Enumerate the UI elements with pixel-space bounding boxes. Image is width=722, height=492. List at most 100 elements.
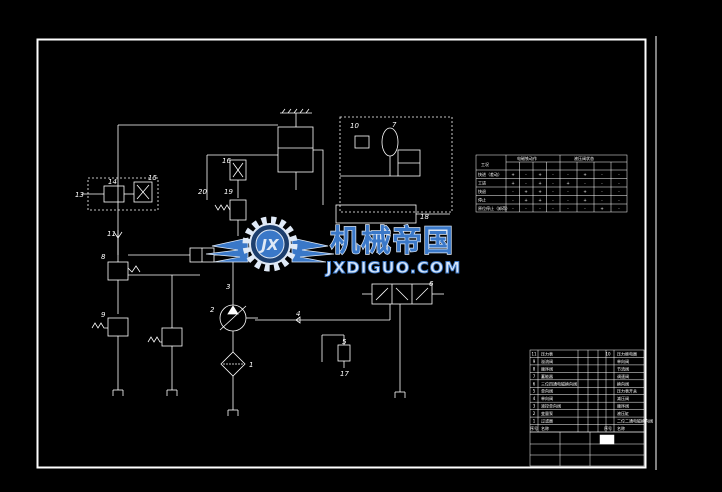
- parts-cell: 10: [605, 351, 611, 356]
- accumulator-group-7-10: [339, 116, 453, 213]
- sheet-border: [36, 38, 647, 469]
- parts-cell: 9: [533, 359, 536, 364]
- watermark: JX 机械帝国 JXDIGUO.COM: [205, 216, 461, 277]
- parts-cell: 顺序阀: [541, 365, 553, 371]
- parts-cell: 2: [533, 411, 536, 416]
- action-mark: -: [552, 181, 554, 186]
- watermark-en: JXDIGUO.COM: [325, 258, 461, 277]
- label-6: 6: [429, 280, 434, 288]
- wing-right-icon: [291, 237, 335, 263]
- relief-valve-9: [107, 317, 129, 337]
- gear-icon: JX: [242, 216, 298, 272]
- action-mark: -: [618, 206, 620, 211]
- logo-letters: JX: [258, 236, 280, 254]
- action-mark: -: [601, 181, 603, 186]
- label-11: 11: [107, 230, 116, 238]
- action-mark: -: [552, 198, 554, 203]
- parts-cell: 1: [533, 419, 536, 424]
- action-row-label: 快进（差动）: [478, 171, 502, 177]
- parts-cell: 溢流阀: [541, 358, 553, 364]
- parts-cell: 5: [533, 389, 536, 394]
- label-20: 20: [198, 188, 207, 196]
- parts-cell: 节流阀: [617, 365, 629, 371]
- sequence-valve-8: [107, 261, 129, 281]
- label-7: 7: [392, 121, 397, 129]
- accumulator-7: [381, 127, 399, 157]
- label-14: 14: [108, 178, 117, 186]
- action-mark: -: [552, 172, 554, 177]
- action-mark: -: [552, 189, 554, 194]
- parts-cell: 压力表开关: [617, 388, 637, 394]
- label-17: 17: [340, 370, 349, 378]
- action-row-label: 工进: [478, 180, 486, 186]
- action-mark: +: [538, 172, 541, 177]
- label-13: 13: [75, 191, 84, 199]
- label-5: 5: [342, 338, 347, 346]
- action-mark: -: [567, 172, 569, 177]
- action-mark: +: [524, 198, 527, 203]
- label-2: 2: [210, 306, 215, 314]
- action-mark: -: [552, 206, 554, 211]
- action-table-corner: 工况: [481, 162, 489, 167]
- label-15: 15: [148, 174, 157, 182]
- action-mark: -: [525, 172, 527, 177]
- parts-cell: 单向阀: [541, 395, 553, 401]
- label-8: 8: [101, 253, 106, 261]
- parts-cell: 液控单向阀: [541, 403, 561, 409]
- action-mark: -: [584, 181, 586, 186]
- parts-cell: 6: [533, 381, 536, 386]
- action-mark: -: [601, 189, 603, 194]
- action-mark: +: [524, 189, 527, 194]
- parts-cell: 换向阀: [617, 380, 629, 386]
- action-mark: -: [512, 206, 514, 211]
- action-mark: -: [618, 172, 620, 177]
- parts-cell: 序号: [604, 425, 612, 431]
- hydraulic-cylinder: [277, 108, 314, 173]
- parts-cell: 3: [533, 404, 536, 409]
- action-mark: -: [525, 181, 527, 186]
- parts-cell: 4: [533, 396, 536, 401]
- parts-cell: 压力表: [541, 350, 553, 356]
- label-9: 9: [101, 311, 106, 319]
- action-mark: +: [538, 198, 541, 203]
- check-valve-17: [337, 344, 351, 362]
- action-mark: -: [584, 206, 586, 211]
- watermark-cn: 机械帝国: [330, 224, 454, 259]
- parts-list: [529, 349, 645, 467]
- action-table: [475, 154, 628, 213]
- action-row-label: 快退: [478, 188, 486, 194]
- action-mark: +: [583, 189, 586, 194]
- parts-cell: 8: [533, 366, 536, 371]
- label-16: 16: [222, 157, 231, 165]
- parts-cell: 过滤器: [541, 418, 553, 424]
- action-mark: -: [567, 198, 569, 203]
- action-mark: +: [583, 172, 586, 177]
- action-mark: +: [511, 172, 514, 177]
- parts-cell: 序号: [530, 425, 538, 431]
- parts-cell: 减压阀: [617, 395, 629, 401]
- action-mark: -: [618, 181, 620, 186]
- action-mark: +: [600, 206, 603, 211]
- action-mark: +: [583, 198, 586, 203]
- action-mark: -: [567, 189, 569, 194]
- valve-19: [229, 199, 247, 221]
- parts-cell: 蓄能器: [541, 373, 553, 379]
- label-10: 10: [350, 122, 359, 130]
- action-mark: -: [512, 198, 514, 203]
- action-table-group-2: 液压阀状态: [574, 155, 594, 161]
- parts-cell: 变量泵: [541, 410, 553, 416]
- parts-cell: 二位二通电磁换向阀: [617, 418, 653, 424]
- action-mark: +: [538, 189, 541, 194]
- action-table-text: 工况 电磁铁动作 液压阀状态 快进（差动） 工进 快退 停止 原位停止（卸荷） …: [478, 155, 620, 211]
- label-18: 18: [420, 213, 429, 221]
- action-mark: -: [618, 189, 620, 194]
- parts-cell: 单向阀: [541, 388, 553, 394]
- action-mark: +: [538, 181, 541, 186]
- action-mark: -: [539, 206, 541, 211]
- action-mark: +: [566, 181, 569, 186]
- action-mark: -: [567, 206, 569, 211]
- label-19: 19: [224, 188, 233, 196]
- action-table-group-1: 电磁铁动作: [517, 155, 537, 161]
- action-mark: +: [511, 181, 514, 186]
